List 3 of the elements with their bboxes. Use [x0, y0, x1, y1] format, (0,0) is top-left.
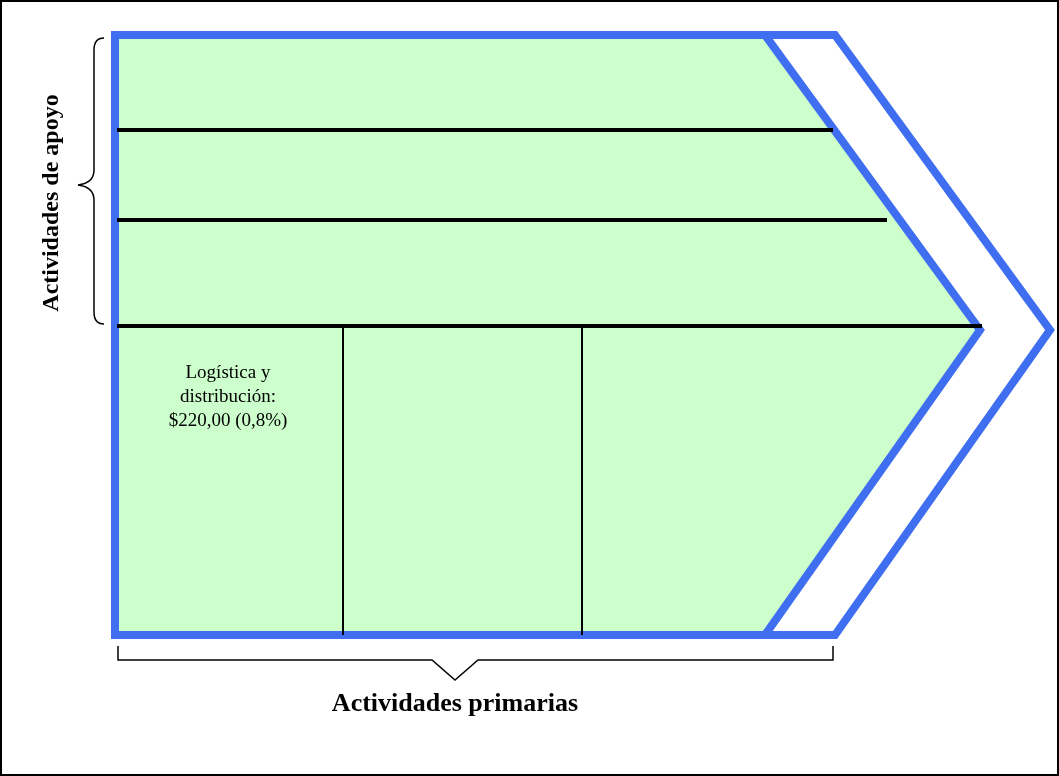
- side-label: Actividades de apoyo: [36, 93, 64, 314]
- cost-text: Logística y distribución: $220,00 (0,8%): [167, 360, 289, 432]
- bottom-label: Actividades primarias: [330, 688, 580, 718]
